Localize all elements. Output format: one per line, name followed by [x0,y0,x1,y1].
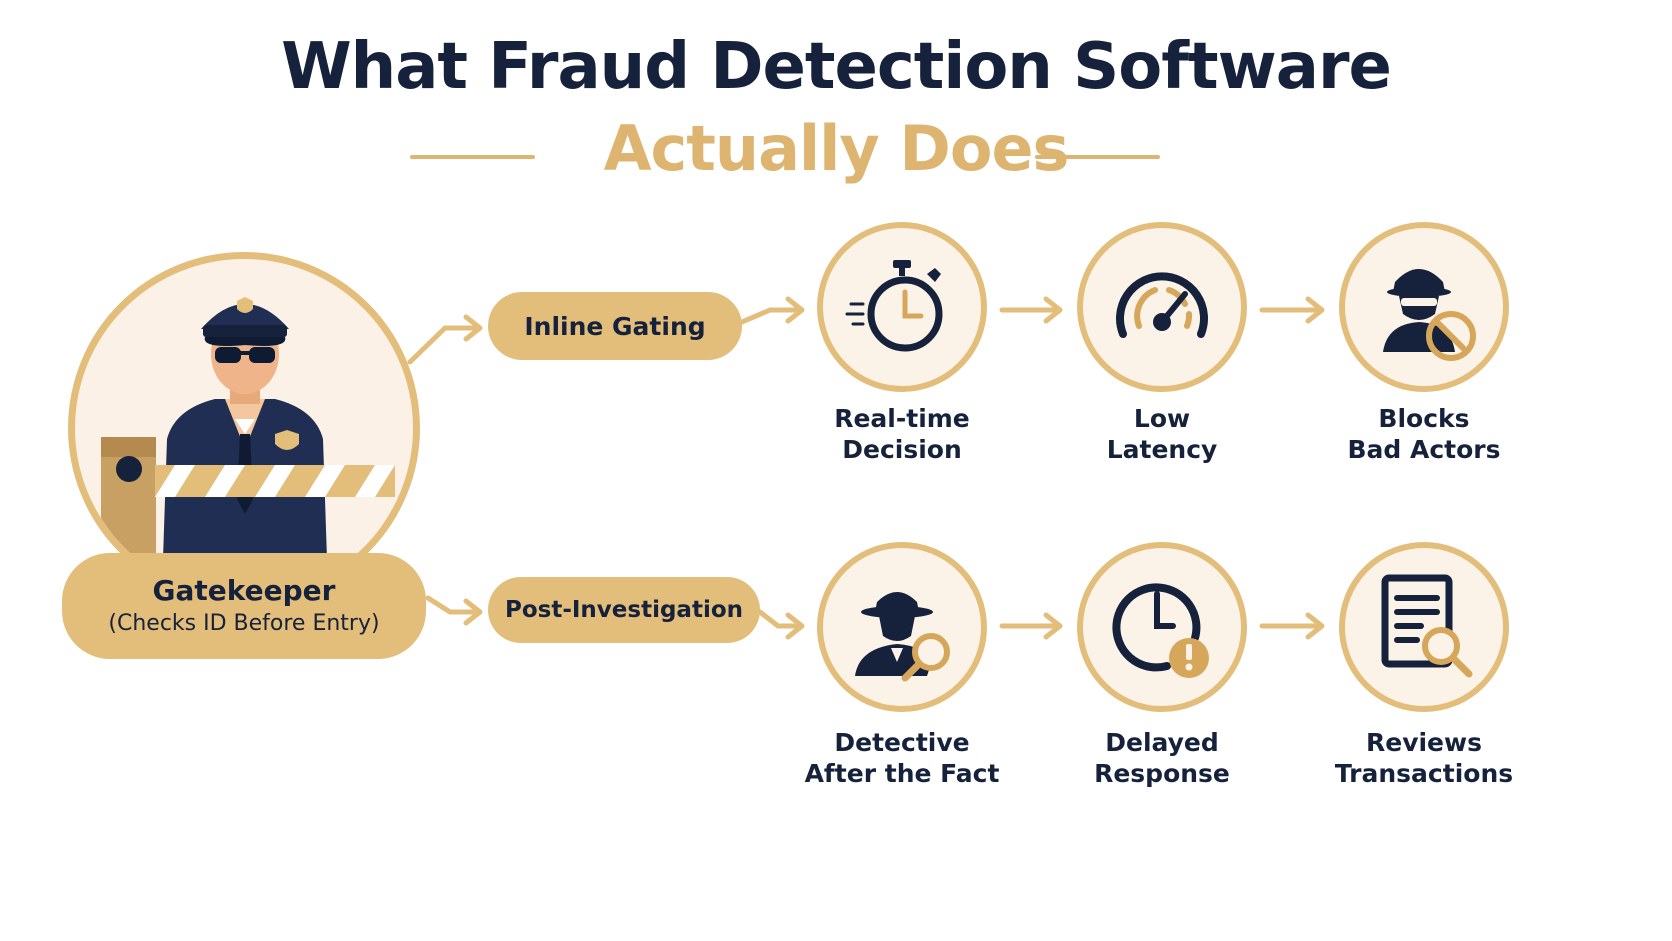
page-title: What Fraud Detection Software [281,30,1392,104]
caption-line1: Real-time [834,404,970,433]
caption-line2: Bad Actors [1347,435,1501,464]
detective-icon [855,592,950,682]
stopwatch-icon [845,260,943,352]
caption-line1: Low [1133,404,1191,433]
step-circle-latency [1077,222,1247,392]
blocked-actor-icon [1383,269,1476,361]
caption-line2: Response [1094,759,1230,788]
caption-line1: Reviews [1365,728,1482,757]
arrow-inline-step1 [739,307,803,325]
gatekeeper-label: Gatekeeper (Checks ID Before Entry) [62,553,426,659]
clock-alert-icon [1112,583,1209,678]
caption-line2: Latency [1106,435,1218,464]
title-rule-right [1035,155,1160,159]
gatekeeper-circle [68,252,420,604]
gatekeeper-subtitle: (Checks ID Before Entry) [108,611,380,636]
caption-line2: Decision [842,435,962,464]
step-circle-realtime [817,222,987,392]
police-officer-with-barrier-icon [101,297,395,577]
step-circle-delayed [1077,542,1247,712]
step-circle-detective [817,542,987,712]
post-investigation-pill: Post-Investigation [488,577,760,643]
step-circle-blocks [1339,222,1509,392]
arrow-post-step1 [757,609,803,629]
step-circle-reviews [1339,542,1509,712]
arrow-gatekeeper-post [425,595,481,615]
arrow-gatekeeper-inline [407,325,481,365]
page-subtitle: Actually Does [603,112,1070,185]
gatekeeper-title: Gatekeeper [152,574,336,607]
speedometer-icon [1116,272,1208,338]
caption-line1: Detective [834,728,970,757]
caption-line2: After the Fact [804,759,1000,788]
inline-gating-pill: Inline Gating [488,292,742,360]
title-rule-left [410,155,535,159]
caption-reviews: Reviews Transactions [1294,727,1554,789]
document-search-icon [1381,574,1473,678]
caption-delayed: Delayed Response [1032,727,1292,789]
caption-line1: Blocks [1378,404,1470,433]
caption-line2: Transactions [1334,759,1514,788]
caption-line1: Delayed [1105,728,1219,757]
caption-blocks: Blocks Bad Actors [1294,403,1554,465]
caption-latency: Low Latency [1032,403,1292,465]
caption-realtime: Real-time Decision [772,403,1032,465]
caption-detective: Detective After the Fact [772,727,1032,789]
